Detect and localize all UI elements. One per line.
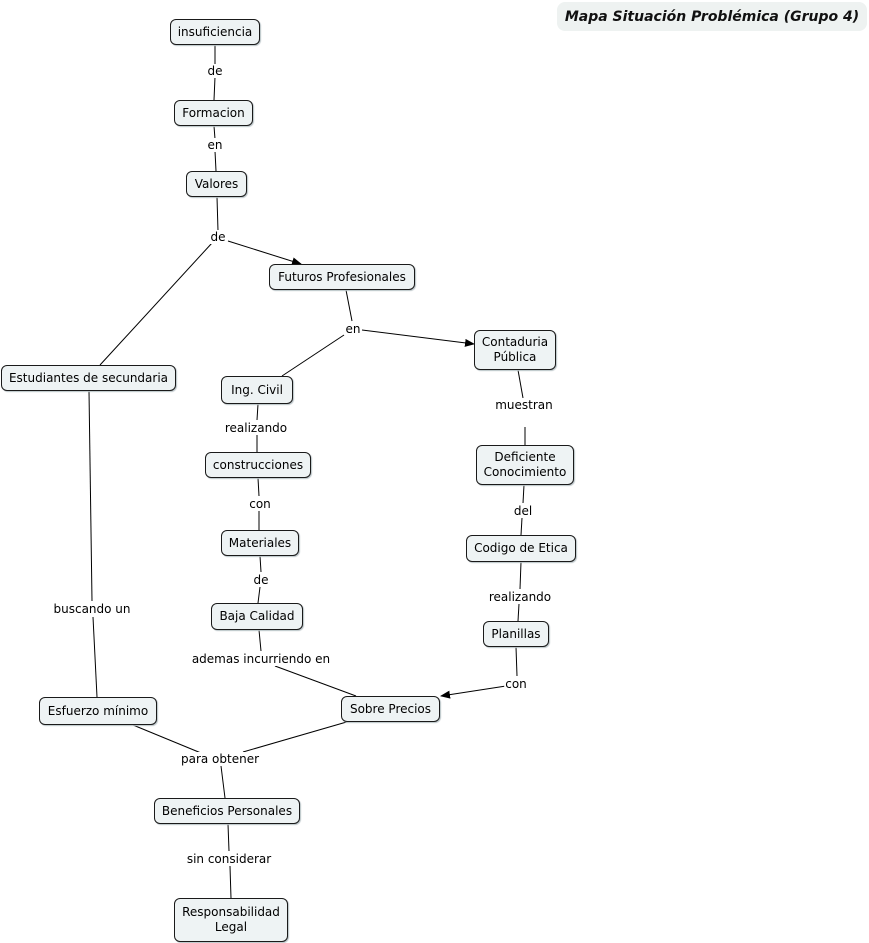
concept-valores[interactable]: Valores: [186, 171, 247, 197]
link-buscando-un: buscando un: [52, 602, 132, 616]
edge-de-formacion: [213, 76, 216, 101]
edge-materiales-de: [259, 555, 262, 573]
edge-codigo-realizando: [519, 561, 522, 590]
edge-realizando-planillas: [517, 603, 520, 622]
edge-de-baja: [257, 586, 261, 604]
concept-materiales[interactable]: Materiales: [221, 530, 299, 556]
edge-con-sobreprecios: [440, 685, 507, 699]
edge-en-valores: [214, 150, 217, 172]
edge-formacion-en: [213, 125, 216, 140]
concept-esfuerzo-minimo[interactable]: Esfuerzo mínimo: [39, 697, 157, 725]
concept-planillas[interactable]: Planillas: [483, 621, 549, 647]
concept-construcciones[interactable]: construcciones: [205, 452, 311, 478]
link-muestran: muestran: [494, 398, 554, 412]
concept-codigo-de-etica[interactable]: Codigo de Etica: [466, 535, 576, 562]
link-con-materiales: con: [248, 497, 272, 511]
link-con-sobre-precios: con: [504, 677, 528, 691]
edge-valores-de: [216, 196, 219, 232]
edge-sin-responsabilidad: [229, 865, 232, 899]
edge-del-codigo: [520, 517, 523, 536]
edge-beneficios-sin: [227, 823, 230, 852]
edge-buscando-esfuerzo: [92, 616, 98, 698]
edge-construcciones-con: [257, 477, 260, 497]
link-en-futuros: en: [344, 322, 362, 336]
concept-beneficios-personales[interactable]: Beneficios Personales: [154, 798, 300, 824]
edge-en-ingcivil: [281, 334, 345, 377]
edge-sobreprecios-para: [242, 720, 351, 753]
link-de-materiales-baja: de: [252, 573, 270, 587]
edge-contaduria-muestran: [517, 369, 524, 399]
concept-formacion[interactable]: Formacion: [174, 100, 253, 126]
edge-estudiantes-buscando: [88, 390, 93, 602]
concept-estudiantes-de-secundaria[interactable]: Estudiantes de secundaria: [1, 365, 176, 391]
concept-futuros-profesionales[interactable]: Futuros Profesionales: [269, 264, 415, 290]
link-del: del: [512, 504, 534, 518]
concept-sobre-precios[interactable]: Sobre Precios: [341, 696, 440, 722]
edge-baja-ademas: [258, 629, 262, 652]
edge-de-estudiantes: [99, 242, 213, 366]
map-title: Mapa Situación Problémica (Grupo 4): [557, 2, 867, 31]
concept-contaduria-publica[interactable]: Contaduria Pública: [474, 330, 556, 370]
concept-insuficiencia[interactable]: insuficiencia: [170, 19, 260, 45]
link-de-valores: de: [209, 230, 227, 244]
edge-en-contaduria: [361, 329, 475, 347]
edge-deficiente-del: [522, 484, 525, 504]
link-realizando-planillas: realizando: [487, 590, 553, 604]
edge-esfuerzo-para: [132, 724, 202, 754]
link-ademas-incurriendo-en: ademas incurriendo en: [190, 652, 332, 666]
edge-para-beneficios: [220, 765, 226, 799]
concept-ing-civil[interactable]: Ing. Civil: [221, 376, 293, 404]
edge-futuros-en: [345, 289, 353, 322]
link-de-insuficiencia-formacion: de: [206, 64, 224, 78]
link-en-formacion-valores: en: [206, 138, 224, 152]
concept-responsabilidad-legal[interactable]: Responsabilidad Legal: [174, 898, 288, 942]
concept-deficiente-conocimiento[interactable]: Deficiente Conocimiento: [476, 445, 574, 485]
edge-planillas-con: [515, 646, 518, 677]
concept-baja-calidad[interactable]: Baja Calidad: [211, 603, 303, 630]
edge-ademas-sobreprecios: [274, 665, 357, 697]
link-sin-considerar: sin considerar: [185, 852, 273, 866]
link-para-obtener: para obtener: [179, 752, 261, 766]
edge-de-futuros: [227, 240, 302, 266]
edge-ingcivil-realizando: [256, 403, 259, 421]
link-realizando-construcciones: realizando: [223, 421, 289, 435]
